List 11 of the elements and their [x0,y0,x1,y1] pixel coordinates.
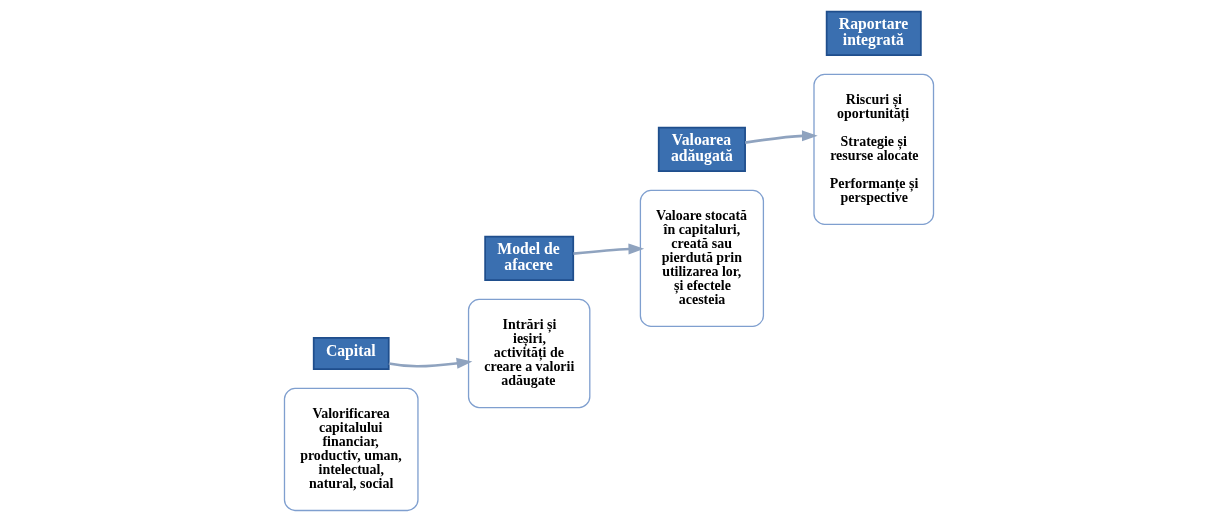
node-box: Riscuri și oportunități Strategie și resurse alocate Performanțe și perspective [812,73,934,225]
node-box: Raportare integrată [825,10,922,56]
node-box: Capital [312,336,390,371]
node-box: Valoare stocată în capitaluri, creată sau pierdută prin utilizarea lor, și efectele acesteia [639,189,764,328]
node-box: Valorificarea capitalului financiar, productiv, uman, intelectual, natural, social [283,387,419,512]
arrow [388,357,472,369]
node-box: Valoarea adăugată [657,126,746,172]
arrow [572,243,644,255]
node-box: Intrări și ieșiri, activități de creare a valorii adăugate [467,298,590,409]
node-box: Model de afacere [483,235,574,282]
arrow [744,130,818,144]
